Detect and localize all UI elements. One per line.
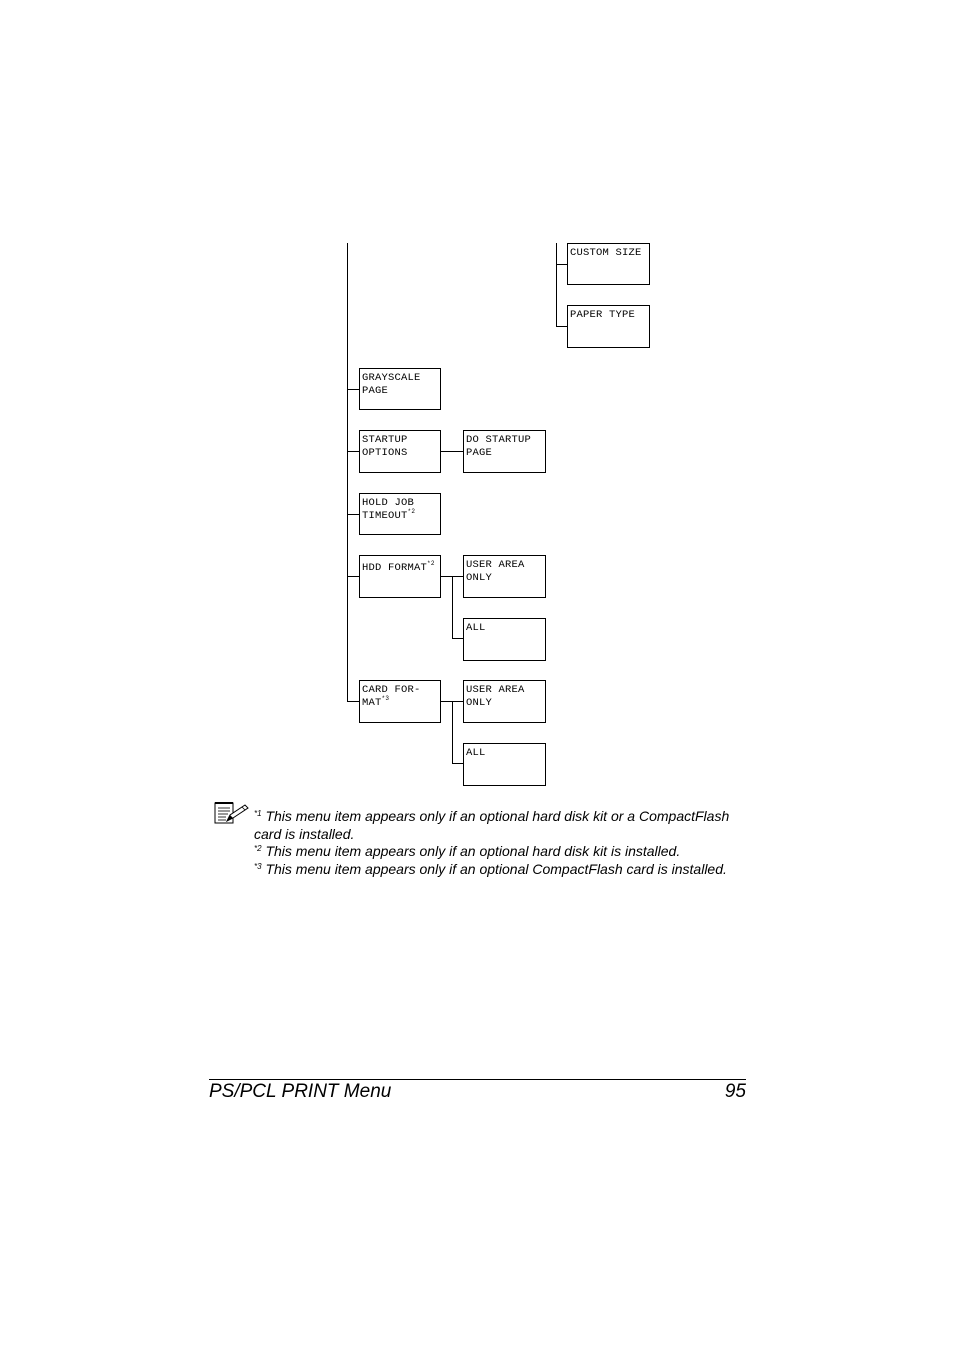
menu-label: USER AREA ONLY: [466, 559, 525, 584]
connector-paper-type: [556, 326, 567, 327]
menu-box-card-user-area-only: USER AREA ONLY: [463, 680, 546, 723]
menu-label: MAT: [362, 697, 382, 709]
card-sub-branch-line: [452, 701, 453, 764]
connector-custom-size: [556, 264, 567, 265]
footer-rule: [209, 1079, 746, 1080]
page-number: 95: [724, 1081, 746, 1102]
menu-box-card-all: ALL: [463, 743, 546, 786]
connector-hdd-to-sub: [440, 576, 463, 577]
menu-label: CUSTOM SIZE: [570, 247, 642, 259]
main-trunk-line: [347, 243, 348, 701]
menu-label: USER AREA ONLY: [466, 684, 525, 709]
menu-box-custom-size: CUSTOM SIZE: [567, 243, 650, 285]
footnote-marker: *2: [407, 508, 416, 515]
connector-hold-job: [347, 514, 359, 515]
footnote-text: This menu item appears only if an option…: [261, 860, 727, 877]
menu-box-hdd-all: ALL: [463, 618, 546, 661]
footnote-text: This menu item appears only if an option…: [254, 808, 730, 842]
connector-hdd: [347, 576, 359, 577]
footnote-2: *2 This menu item appears only if an opt…: [254, 843, 754, 861]
menu-box-do-startup-page: DO STARTUP PAGE: [463, 430, 546, 473]
connector-card-all: [452, 763, 463, 764]
menu-box-startup-options: STARTUP OPTIONS: [359, 430, 441, 473]
note-pencil-icon: [214, 802, 249, 824]
connector-startup-to-do: [440, 451, 463, 452]
footnote-1: *1 This menu item appears only if an opt…: [254, 808, 754, 843]
connector-hdd-all: [452, 638, 463, 639]
footnote-marker: *3: [381, 695, 390, 702]
menu-box-card-format: CARD FOR-MAT*3: [359, 680, 441, 723]
menu-label: ALL: [466, 747, 486, 759]
menu-label: DO STARTUP PAGE: [466, 434, 532, 459]
menu-box-paper-type: PAPER TYPE: [567, 305, 650, 348]
menu-label: GRAYSCALE PAGE: [362, 372, 421, 397]
menu-box-hold-job-timeout: HOLD JOB TIMEOUT*2: [359, 493, 441, 535]
hdd-sub-branch-line: [452, 576, 453, 639]
menu-label: HOLD JOB TIMEOUT: [362, 497, 415, 522]
footnotes: *1 This menu item appears only if an opt…: [254, 808, 754, 878]
menu-box-hdd-user-area-only: USER AREA ONLY: [463, 555, 546, 598]
connector-grayscale: [347, 389, 359, 390]
footnote-marker: *2: [254, 844, 262, 853]
connector-card-to-sub: [440, 701, 463, 702]
menu-label: PAPER TYPE: [570, 309, 636, 321]
menu-label: STARTUP OPTIONS: [362, 434, 408, 459]
footnote-marker: *2: [427, 560, 435, 567]
menu-box-hdd-format: HDD FORMAT*2: [359, 555, 441, 598]
footnote-marker: *3: [254, 861, 262, 871]
menu-box-grayscale-page: GRAYSCALE PAGE: [359, 368, 441, 410]
connector-startup: [347, 451, 359, 452]
connector-card: [347, 701, 359, 702]
menu-label: CARD FOR-: [362, 684, 421, 696]
menu-label: HDD FORMAT: [362, 562, 428, 574]
footnote-marker: *1: [254, 809, 262, 818]
footnote-3: *3 This menu item appears only if an opt…: [254, 861, 754, 879]
menu-label: ALL: [466, 622, 486, 634]
footer-title: PS/PCL PRINT Menu: [209, 1081, 392, 1102]
paper-branch-line: [556, 243, 557, 327]
footnote-text: This menu item appears only if an option…: [261, 843, 681, 859]
